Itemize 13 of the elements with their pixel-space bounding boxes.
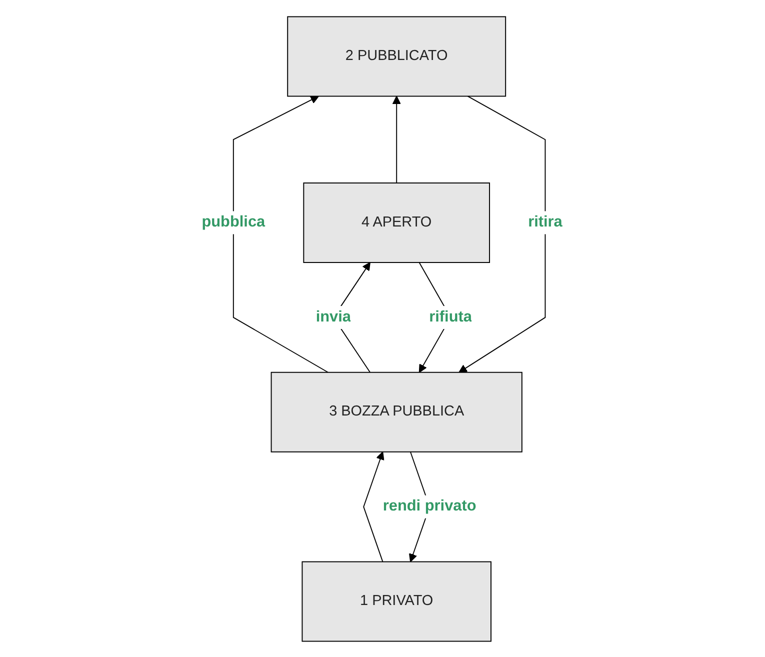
arrow <box>392 95 402 183</box>
node-box: 2 PUBBLICATO <box>288 16 507 96</box>
node-box: 1 PRIVATO <box>302 560 492 642</box>
edge-label: pubblica <box>202 214 266 230</box>
arrow <box>233 95 330 372</box>
arrow <box>364 451 385 562</box>
edge-label: rendi privato <box>383 498 477 514</box>
edge-label: ritira <box>528 214 563 230</box>
node-box: 4 APERTO <box>304 182 490 262</box>
arrow <box>459 95 546 372</box>
edge-label: invia <box>316 308 352 325</box>
edge-label: rifiuta <box>430 308 472 325</box>
node-box: 3 BOZZA PUBBLICA <box>271 371 523 452</box>
